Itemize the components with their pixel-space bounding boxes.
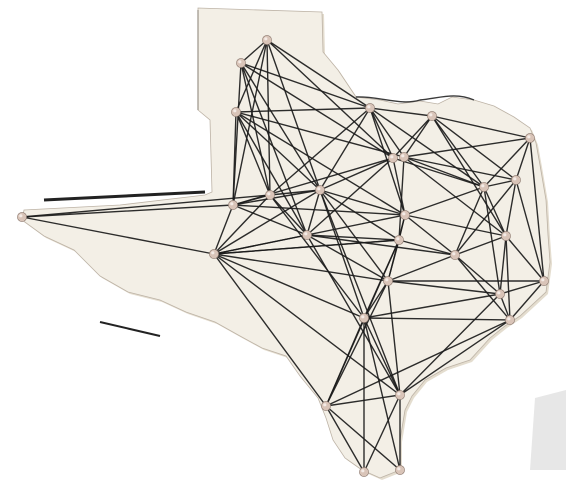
nail-pin [17, 212, 26, 221]
nail-pin-highlight [323, 403, 326, 406]
nail-pin [302, 230, 311, 239]
nail-pin-highlight [497, 291, 500, 294]
nail-pin-highlight [304, 232, 307, 235]
nail-pin-highlight [233, 109, 236, 112]
nail-pin-highlight [264, 37, 267, 40]
nail-pin-highlight [397, 392, 400, 395]
nail-pin [511, 175, 520, 184]
nail-pin [383, 276, 392, 285]
nail-pin [427, 111, 436, 120]
nail-pin [450, 250, 459, 259]
nail-pin-highlight [390, 155, 393, 158]
nail-pin [359, 467, 368, 476]
nail-pin [525, 133, 534, 142]
nail-pin-highlight [317, 187, 320, 190]
nail-pin-highlight [401, 154, 404, 157]
nail-pin [479, 182, 488, 191]
nail-pin [495, 289, 504, 298]
nail-pin [400, 210, 409, 219]
nail-pin-highlight [385, 278, 388, 281]
nail-pin [262, 35, 271, 44]
nail-pin [395, 465, 404, 474]
nail-pin-highlight [396, 237, 399, 240]
nail-pin-highlight [429, 113, 432, 116]
nail-pin-highlight [367, 105, 370, 108]
nail-pin-highlight [19, 214, 22, 217]
background-object [530, 390, 566, 470]
nail-pin [394, 235, 403, 244]
nail-pin [505, 315, 514, 324]
nail-pin-highlight [507, 317, 510, 320]
nail-pin [209, 249, 218, 258]
nail-pin-highlight [267, 192, 270, 195]
nail-pin [265, 190, 274, 199]
nail-pin-highlight [361, 315, 364, 318]
nail-pin-highlight [541, 278, 544, 281]
nail-pin [388, 153, 397, 162]
nail-pin [231, 107, 240, 116]
nail-pin-highlight [238, 60, 241, 63]
nail-pin [359, 313, 368, 322]
nail-pin [228, 200, 237, 209]
nail-pin-highlight [402, 212, 405, 215]
nail-pin-highlight [503, 233, 506, 236]
nail-pin [399, 152, 408, 161]
nail-pin [539, 276, 548, 285]
nail-pin-highlight [527, 135, 530, 138]
nail-pin [321, 401, 330, 410]
nail-pin-highlight [481, 184, 484, 187]
nail-pin-highlight [361, 469, 364, 472]
nail-pin [395, 390, 404, 399]
nail-pin [501, 231, 510, 240]
nail-pin-highlight [211, 251, 214, 254]
nail-pin-highlight [513, 177, 516, 180]
board-edge-south [100, 322, 160, 336]
nail-pin [236, 58, 245, 67]
nail-pin-highlight [397, 467, 400, 470]
nail-pin [365, 103, 374, 112]
nail-pin [315, 185, 324, 194]
nail-pin-highlight [230, 202, 233, 205]
nail-pin-highlight [452, 252, 455, 255]
